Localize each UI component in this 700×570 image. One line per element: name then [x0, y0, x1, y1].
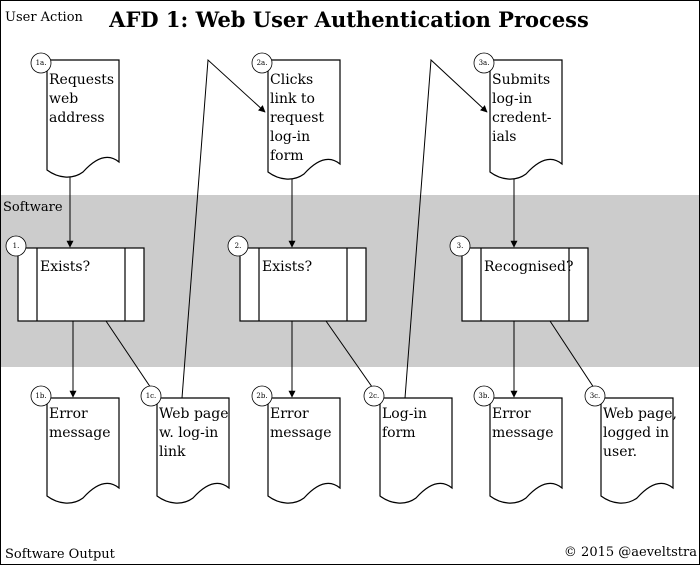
user-action-documents: Requests web address 1a. Clicks link to reques…	[30, 52, 563, 180]
output-text: message	[492, 425, 554, 441]
step-number-label: 1b.	[35, 392, 46, 400]
user-action-2a: Clicks link to request log-in form 2a.	[251, 52, 341, 180]
document-shape	[489, 59, 563, 180]
step-number-label: 1a.	[36, 59, 47, 67]
connector-2-to-2c	[325, 320, 378, 395]
step-number-circle	[473, 52, 495, 74]
lane-label-software-output: Software Output	[5, 547, 116, 562]
output-text: link	[159, 444, 186, 460]
step-number-circle	[30, 385, 52, 407]
document-shape	[267, 59, 341, 180]
output-text: w. log-in	[159, 425, 218, 441]
step-number-circle	[5, 235, 27, 257]
step-number-label: 1c.	[146, 392, 157, 400]
document-shape	[379, 397, 453, 504]
output-text: Error	[270, 406, 309, 422]
user-action-text: request	[270, 110, 324, 126]
user-action-text: address	[49, 110, 105, 126]
user-action-1a: Requests web address 1a.	[30, 52, 120, 178]
step-number-circle	[227, 235, 249, 257]
process-box	[461, 247, 589, 322]
document-shape	[46, 397, 120, 504]
diagram-title: AFD 1: Web User Authentication Process	[108, 7, 589, 32]
user-action-text: Requests	[49, 72, 114, 88]
user-action-text: ials	[492, 129, 517, 145]
output-text: user.	[603, 444, 637, 460]
step-number-circle	[251, 52, 273, 74]
step-number-circle	[363, 385, 385, 407]
user-action-text: Submits	[492, 72, 550, 88]
document-shape	[156, 397, 230, 504]
connector-2c-to-3a	[404, 58, 488, 399]
connectors-group	[66, 58, 599, 399]
step-number-label: 2.	[235, 242, 242, 250]
output-2b: Error message 2b.	[251, 385, 341, 504]
connector-3-to-3c	[549, 320, 599, 395]
process-box	[17, 247, 145, 322]
output-documents: Error message 1b. Web page w. log-in link 1c. E…	[30, 385, 677, 504]
step-number-label: 2c.	[369, 392, 380, 400]
document-shape	[267, 397, 341, 504]
user-action-text: log-in	[270, 129, 310, 145]
document-shape	[46, 59, 120, 178]
output-text: Error	[492, 406, 531, 422]
process-2: Exists? 2.	[227, 235, 367, 322]
step-number-circle	[473, 385, 495, 407]
process-box	[239, 247, 367, 322]
step-number-label: 3.	[457, 242, 464, 250]
output-text: Web page,	[603, 406, 677, 422]
process-label: Recognised?	[484, 259, 574, 275]
user-action-text: link to	[270, 91, 315, 107]
process-label: Exists?	[40, 259, 90, 275]
user-action-text: credent-	[492, 110, 552, 126]
step-number-label: 2b.	[256, 392, 267, 400]
process-3: Recognised? 3.	[449, 235, 589, 322]
step-number-circle	[140, 385, 162, 407]
lane-label-software: Software	[3, 200, 63, 215]
copyright-text: © 2015 @aeveltstra	[564, 545, 697, 560]
step-number-circle	[30, 52, 52, 74]
step-number-label: 2a.	[257, 59, 268, 67]
output-text: message	[49, 425, 111, 441]
output-text: Error	[49, 406, 88, 422]
document-shape	[489, 397, 563, 504]
output-text: logged in	[603, 425, 669, 441]
step-number-circle	[584, 385, 606, 407]
connector-1c-to-2a	[181, 58, 266, 399]
output-text: Web page	[159, 406, 229, 422]
user-action-3a: Submits log-in credent-ials 3a.	[473, 52, 563, 180]
output-3c: Web page, logged in user. 3c.	[584, 385, 677, 504]
output-text: form	[382, 425, 416, 441]
step-number-circle	[251, 385, 273, 407]
step-number-label: 3a.	[479, 59, 490, 67]
step-number-circle	[449, 235, 471, 257]
user-action-text: web	[49, 91, 78, 107]
process-label: Exists?	[262, 259, 312, 275]
output-3b: Error message 3b.	[473, 385, 563, 504]
step-number-label: 1.	[13, 242, 20, 250]
output-1c: Web page w. log-in link 1c.	[140, 385, 230, 504]
user-action-text: form	[270, 148, 304, 164]
lane-label-user-action: User Action	[5, 10, 84, 25]
output-1b: Error message 1b.	[30, 385, 120, 504]
step-number-label: 3c.	[590, 392, 601, 400]
output-text: message	[270, 425, 332, 441]
output-text: Log-in	[382, 406, 427, 422]
user-action-text: Clicks	[270, 72, 313, 88]
step-number-label: 3b.	[478, 392, 489, 400]
output-2c: Log-in form 2c.	[363, 385, 453, 504]
process-boxes: Exists? 1. Exists? 2. Recognised? 3.	[5, 235, 589, 322]
user-action-text: log-in	[492, 91, 532, 107]
document-shape	[600, 397, 674, 504]
connector-1-to-1c	[105, 320, 156, 395]
process-1: Exists? 1.	[5, 235, 145, 322]
